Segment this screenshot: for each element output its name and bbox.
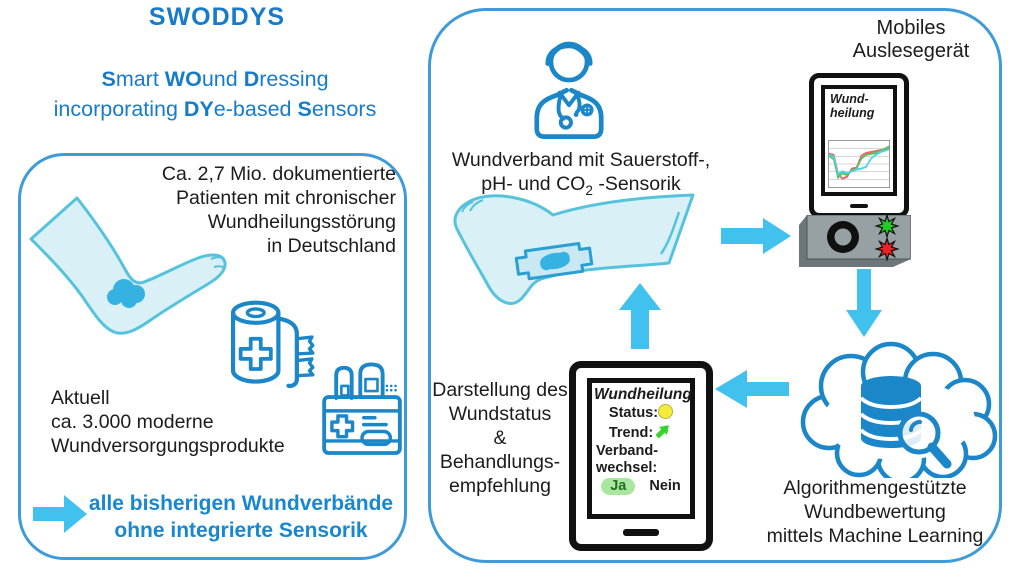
project-title: SWODDYS	[148, 3, 286, 31]
led-red-icon	[874, 236, 900, 262]
sensor-module-icon	[799, 215, 911, 267]
reader-caption: Mobiles Auslesegerät	[852, 17, 970, 62]
sensor-caption-line-2: pH- und CO2 -Sensorik	[481, 173, 681, 198]
no-option: Nein	[649, 477, 681, 494]
phone-chart	[828, 145, 890, 180]
status-yellow-dot	[658, 403, 674, 419]
current-products-text: Aktuell ca. 3.000 moderne Wundversorgung…	[51, 387, 285, 457]
wound-spot	[107, 279, 145, 308]
wounded-leg-icon	[29, 196, 227, 335]
arrow-up-icon	[619, 283, 661, 349]
trend-up-arrow-icon	[655, 425, 669, 439]
healing-chart-frame	[828, 140, 890, 188]
first-aid-kit-icon	[322, 362, 402, 455]
no-sensors-note: alle bisherigen Wundverbände ohne integr…	[88, 492, 394, 542]
patient-statistics-text: Ca. 2,7 Mio. dokumentierte Patienten mit…	[161, 163, 396, 257]
change-label-line-1: Verband-	[596, 442, 659, 459]
status-label: Status:	[608, 404, 659, 421]
trend-label: Trend:	[608, 425, 654, 441]
ml-cloud-icon	[800, 341, 998, 478]
workflow-panel: Wundverband mit Sauerstoff-, pH- und CO2…	[428, 8, 1002, 563]
arrow-right-icon	[721, 218, 791, 254]
bandage-roll-icon	[230, 300, 315, 389]
phone-screen: Wund- heilung	[821, 85, 897, 196]
tablet-home-button	[623, 529, 659, 536]
tablet-screen: Wundheilung Status: Trend: Verband- wech…	[587, 378, 695, 519]
arrow-down-icon	[846, 269, 882, 337]
change-label-line-2: wechsel:	[596, 460, 658, 476]
subtitle-line-2: incorporating DYe-based Sensors	[53, 97, 377, 121]
display-caption: Darstellung des Wundstatus & Behandlungs…	[432, 379, 568, 497]
ml-caption: Algorithmengestützte Wundbewertung mitte…	[766, 477, 984, 547]
arrow-right-icon	[33, 495, 87, 533]
project-subtitle: Smart WOund Dressing incorporating DYe-b…	[12, 64, 418, 124]
sensor-caption-line-1: Wundverband mit Sauerstoff-,	[451, 149, 711, 171]
smart-dressing-patch	[514, 242, 594, 281]
magnifier-icon	[897, 411, 952, 469]
led-green-icon	[874, 215, 900, 239]
leg-with-dressing-icon	[453, 193, 695, 305]
tablet-title: Wundheilung	[594, 386, 692, 403]
trend-row: Trend:	[594, 422, 688, 443]
yes-option: Ja	[601, 477, 636, 495]
decision-row: Ja Nein	[594, 477, 688, 495]
phone-home-button	[850, 204, 868, 208]
doctor-icon	[534, 41, 604, 139]
subtitle-line-1: Smart WOund Dressing	[101, 67, 329, 91]
smartphone-reader-icon: Wund- heilung	[809, 73, 909, 218]
problem-panel: Ca. 2,7 Mio. dokumentierte Patienten mit…	[18, 153, 407, 560]
status-tablet-icon: Wundheilung Status: Trend: Verband- wech…	[569, 361, 713, 551]
arrow-left-icon	[715, 370, 789, 408]
phone-screen-title: Wund- heilung	[830, 92, 875, 120]
status-row: Status:	[594, 403, 688, 423]
sensor-dressing-caption: Wundverband mit Sauerstoff-, pH- und CO2…	[431, 148, 731, 203]
